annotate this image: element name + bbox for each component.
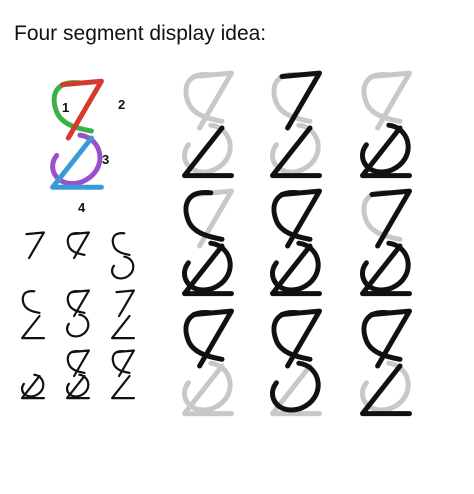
segment-2-on bbox=[369, 308, 412, 369]
segment-2-on bbox=[279, 188, 322, 249]
segment-3-on bbox=[20, 373, 45, 398]
legend-segment-3 bbox=[50, 132, 103, 186]
segment-4-on bbox=[270, 243, 322, 297]
small-digit-9 bbox=[111, 349, 135, 400]
segment-4-off bbox=[182, 363, 234, 417]
segment-1-off bbox=[361, 72, 403, 124]
segment-4-on bbox=[182, 243, 234, 297]
segment-2-on bbox=[70, 289, 90, 318]
small-digit-6 bbox=[111, 289, 135, 340]
segment-3-on bbox=[110, 255, 135, 280]
small-digit-8 bbox=[65, 349, 90, 400]
segment-2-on bbox=[369, 188, 412, 249]
segment-4-on bbox=[111, 374, 135, 400]
segment-1-on bbox=[183, 190, 225, 242]
segment-legend bbox=[50, 78, 104, 190]
segment-3-on bbox=[269, 240, 321, 293]
segment-4-on bbox=[21, 374, 45, 400]
segment-label-1: 1 bbox=[62, 100, 70, 115]
small-digit-5 bbox=[65, 289, 90, 338]
segment-4-on bbox=[66, 374, 90, 400]
segment-4-on bbox=[360, 363, 412, 417]
segment-2-on bbox=[70, 231, 90, 260]
large-digit-8 bbox=[269, 308, 322, 417]
small-digit-grid bbox=[20, 231, 135, 400]
small-digit-7 bbox=[20, 373, 45, 400]
large-digit-7 bbox=[181, 308, 234, 417]
small-digit-4 bbox=[21, 290, 45, 340]
segment-2-on bbox=[70, 349, 90, 378]
segment-4-on bbox=[270, 125, 322, 179]
segment-4-on bbox=[360, 125, 412, 179]
legend-segment-4 bbox=[50, 135, 104, 190]
segment-1-on bbox=[111, 232, 131, 256]
large-digit-3 bbox=[359, 70, 412, 179]
segment-4-on bbox=[360, 243, 412, 297]
segment-3-on bbox=[269, 360, 321, 413]
large-digit-5 bbox=[269, 188, 322, 297]
large-digit-4 bbox=[181, 188, 234, 297]
segment-3-on bbox=[181, 240, 233, 293]
legend-segment-2 bbox=[60, 78, 104, 141]
segment-label-3: 3 bbox=[102, 152, 110, 167]
segment-3-off bbox=[181, 122, 233, 175]
segment-1-on bbox=[21, 290, 41, 314]
segment-3-on bbox=[65, 373, 90, 398]
segment-1-off bbox=[183, 72, 225, 124]
segment-label-4: 4 bbox=[78, 200, 86, 215]
segment-2-on bbox=[115, 289, 135, 318]
segment-4-on bbox=[182, 125, 234, 179]
small-digit-2 bbox=[66, 231, 90, 260]
segment-3-on bbox=[359, 122, 411, 175]
segment-2-on bbox=[279, 308, 322, 369]
small-digit-3 bbox=[110, 232, 135, 280]
segment-2-on bbox=[115, 349, 135, 378]
segment-3-off bbox=[359, 360, 411, 413]
segment-2-on bbox=[191, 308, 234, 369]
segment-3-on bbox=[65, 313, 90, 338]
large-digit-1 bbox=[181, 70, 234, 179]
large-digit-2 bbox=[269, 70, 322, 179]
segment-2-on bbox=[279, 70, 322, 131]
segment-3-on bbox=[359, 240, 411, 293]
segment-4-on bbox=[111, 314, 135, 340]
page-title: Four segment display idea: bbox=[14, 22, 267, 45]
large-digit-6 bbox=[359, 188, 412, 297]
segment-4-on bbox=[21, 314, 45, 340]
large-digit-9 bbox=[359, 308, 412, 417]
segment-3-off bbox=[269, 122, 321, 175]
segment-4-off bbox=[270, 363, 322, 417]
small-digit-1 bbox=[25, 231, 45, 260]
segment-2-on bbox=[25, 231, 45, 260]
segment-label-2: 2 bbox=[118, 97, 126, 112]
large-digit-grid bbox=[181, 70, 412, 417]
segment-3-off bbox=[181, 360, 233, 413]
